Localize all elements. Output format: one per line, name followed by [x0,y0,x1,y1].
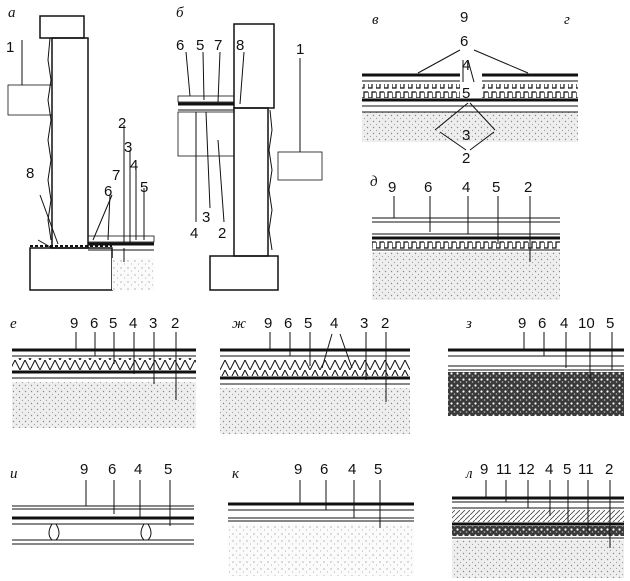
label-a-5: 5 [140,179,148,196]
label-d-4: 4 [462,179,470,196]
label-vg-6: 6 [460,33,468,50]
label-vg-2: 2 [462,150,470,167]
label-a-6: 6 [104,183,112,200]
label-d-2: 2 [524,179,532,196]
label-b-3: 3 [202,209,210,226]
panel-d: 9 6 4 5 2 [372,179,560,300]
label-k-9: 9 [294,461,302,478]
label-b-2: 2 [218,225,226,242]
label-l-4: 4 [545,461,553,478]
label-b-7: 7 [214,37,222,54]
panel-letter-g: г [564,12,570,28]
label-a-7: 7 [112,167,120,184]
label-e-9: 9 [70,315,78,332]
panel-letter-k: к [232,466,240,482]
label-b-6: 6 [176,37,184,54]
label-zh-2: 2 [381,315,389,332]
panel-letter-zh: ж [232,316,246,332]
label-e-2: 2 [171,315,179,332]
panel-z: 9 6 4 10 5 [448,315,624,416]
label-l-9: 9 [480,461,488,478]
panel-b: 6 5 7 8 1 4 3 2 [176,23,323,291]
label-vg-4: 4 [462,57,470,74]
panel-letters: а б в г д е ж з и к л [8,5,570,482]
label-zh-4: 4 [330,315,338,332]
label-l-11b: 11 [578,461,594,478]
label-zh-3: 3 [360,315,368,332]
label-zh-5: 5 [304,315,312,332]
label-b-5: 5 [196,37,204,54]
label-d-5: 5 [492,179,500,196]
label-a-1: 1 [6,39,14,56]
label-l-11a: 11 [496,461,512,478]
label-a-3: 3 [124,139,132,156]
label-zh-9: 9 [264,315,272,332]
label-z-5: 5 [606,315,614,332]
label-b-8: 8 [236,37,244,54]
label-z-10: 10 [578,315,595,332]
label-e-6: 6 [90,315,98,332]
panel-letter-v: в [372,12,379,28]
label-k-6: 6 [320,461,328,478]
panel-zh: 9 6 5 4 3 2 [220,315,410,434]
label-z-9: 9 [518,315,526,332]
label-z-6: 6 [538,315,546,332]
label-vg-3: 3 [462,127,470,144]
panel-letter-b: б [176,5,184,21]
panel-letter-i: и [10,466,18,482]
label-a-4: 4 [130,157,138,174]
panel-v-g: 9 6 4 5 3 2 [362,9,578,167]
label-b-4: 4 [190,225,198,242]
label-a-2: 2 [118,115,126,132]
label-e-3: 3 [149,315,157,332]
label-l-2: 2 [605,461,613,478]
panel-k: 9 6 4 5 [228,461,414,576]
label-i-4: 4 [134,461,142,478]
label-k-5: 5 [374,461,382,478]
label-b-1: 1 [296,41,304,58]
label-e-5: 5 [109,315,117,332]
label-l-5: 5 [563,461,571,478]
label-d-6: 6 [424,179,432,196]
panel-letter-d: д [370,174,378,190]
label-k-4: 4 [348,461,356,478]
label-i-9: 9 [80,461,88,478]
label-vg-9: 9 [460,9,468,26]
label-a-8: 8 [26,165,34,182]
panel-l: 9 11 12 4 5 11 2 [452,461,624,578]
label-i-6: 6 [108,461,116,478]
panel-letter-z: з [465,316,472,332]
panel-letter-l: л [465,466,473,482]
label-i-5: 5 [164,461,172,478]
label-e-4: 4 [129,315,137,332]
label-d-9: 9 [388,179,396,196]
label-l-12: 12 [518,461,535,478]
panel-e: 9 6 5 4 3 2 [12,315,196,428]
panel-letter-a: а [8,5,16,21]
label-vg-5: 5 [462,85,470,102]
panel-letter-e: е [10,316,17,332]
label-z-4: 4 [560,315,568,332]
panel-i: 9 6 4 5 [12,461,194,545]
panel-a: 1 2 3 4 5 6 7 8 [6,15,155,291]
label-zh-6: 6 [284,315,292,332]
